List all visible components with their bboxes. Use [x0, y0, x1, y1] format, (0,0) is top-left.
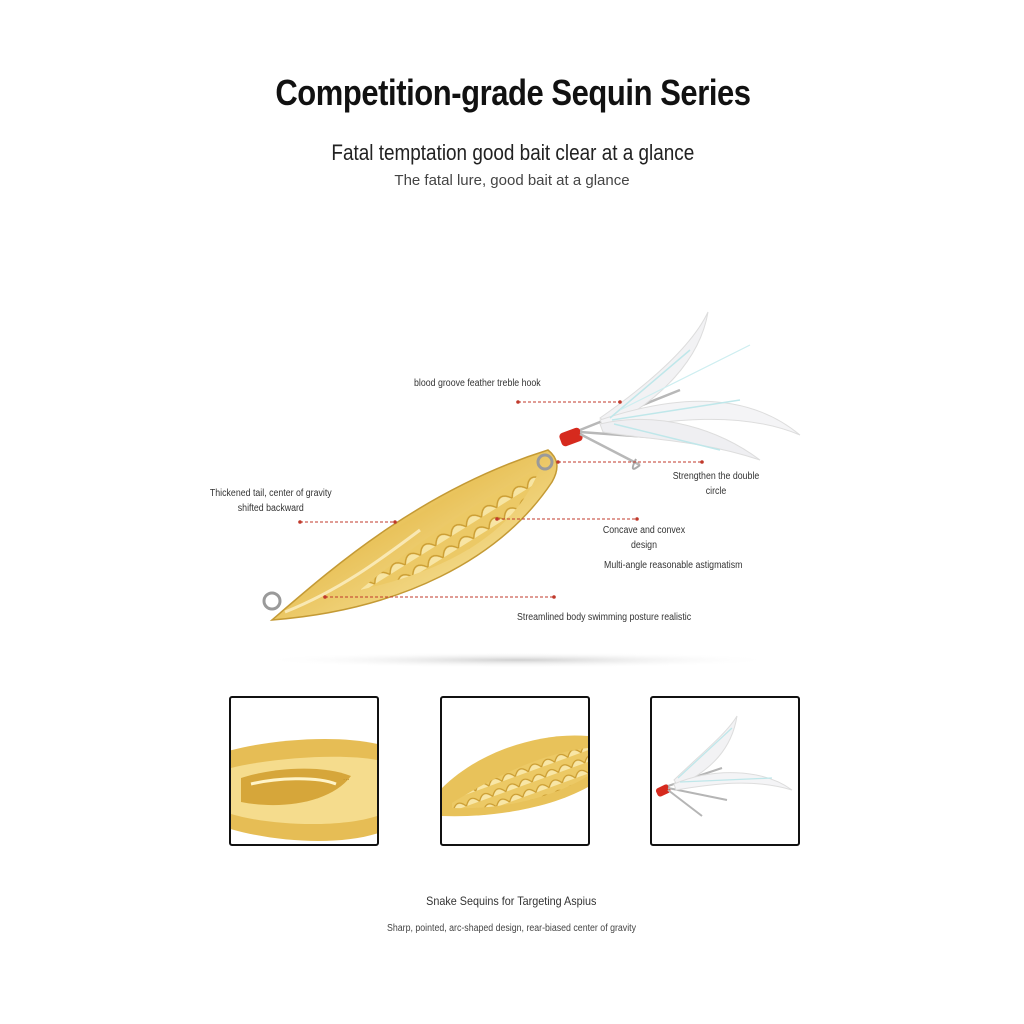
tail-ring [262, 591, 282, 611]
callout-lines [298, 400, 704, 599]
detail-thumb-tail: ... [229, 696, 379, 846]
footer-caption: Snake Sequins for Targeting Aspius [426, 894, 597, 908]
page-subtitle: Fatal temptation good bait clear at a gl… [331, 140, 695, 165]
footer-description: Sharp, pointed, arc-shaped design, rear-… [387, 923, 637, 934]
callout-double-circle: Strengthen the double circle [672, 471, 760, 497]
callout-hook: blood groove feather treble hook [414, 378, 541, 389]
callout-tail: Thickened tail, center of gravity shifte… [209, 488, 332, 514]
head-ring [536, 453, 554, 471]
page-subtitle-secondary: The fatal lure, good bait at a glance [394, 172, 630, 189]
treble-hook [559, 311, 801, 470]
svg-text:...: ... [343, 773, 350, 782]
lure-illustration [258, 311, 801, 668]
page-title: Competition-grade Sequin Series [275, 72, 751, 113]
ground-shadow [258, 652, 778, 668]
callout-multi-angle: Multi-angle reasonable astigmatism [604, 560, 743, 571]
spoon-body [269, 449, 558, 621]
callout-streamlined: Streamlined body swimming posture realis… [517, 612, 692, 623]
detail-thumb-scales [440, 696, 590, 846]
detail-thumb-hook [650, 696, 800, 846]
callout-concave: Concave and convex design [602, 525, 686, 551]
